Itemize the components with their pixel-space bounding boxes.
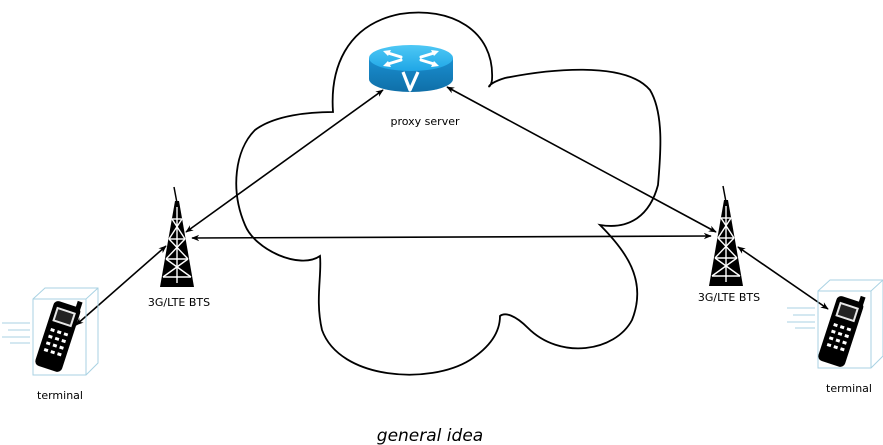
link-bts-bts	[191, 232, 712, 242]
connections	[75, 86, 829, 326]
link-router-left-bts	[185, 89, 384, 233]
mobile-phone-icon	[2, 287, 99, 376]
diagram-caption: general idea	[377, 426, 483, 445]
terminal-right-label: terminal	[826, 382, 872, 395]
network-cloud	[235, 11, 662, 376]
terminal-left-label: terminal	[37, 389, 83, 402]
link-router-right-bts	[446, 86, 717, 233]
router-icon	[369, 45, 453, 92]
mobile-phone-icon	[787, 279, 883, 369]
bts-right-label: 3G/LTE BTS	[698, 291, 760, 304]
cell-tower-icon	[160, 186, 194, 287]
proxy-server-label: proxy server	[391, 115, 460, 128]
bts-left-label: 3G/LTE BTS	[148, 296, 210, 309]
link-left-bts-terminal	[75, 245, 167, 326]
link-right-bts-terminal	[737, 246, 829, 310]
cell-tower-icon	[709, 185, 743, 286]
